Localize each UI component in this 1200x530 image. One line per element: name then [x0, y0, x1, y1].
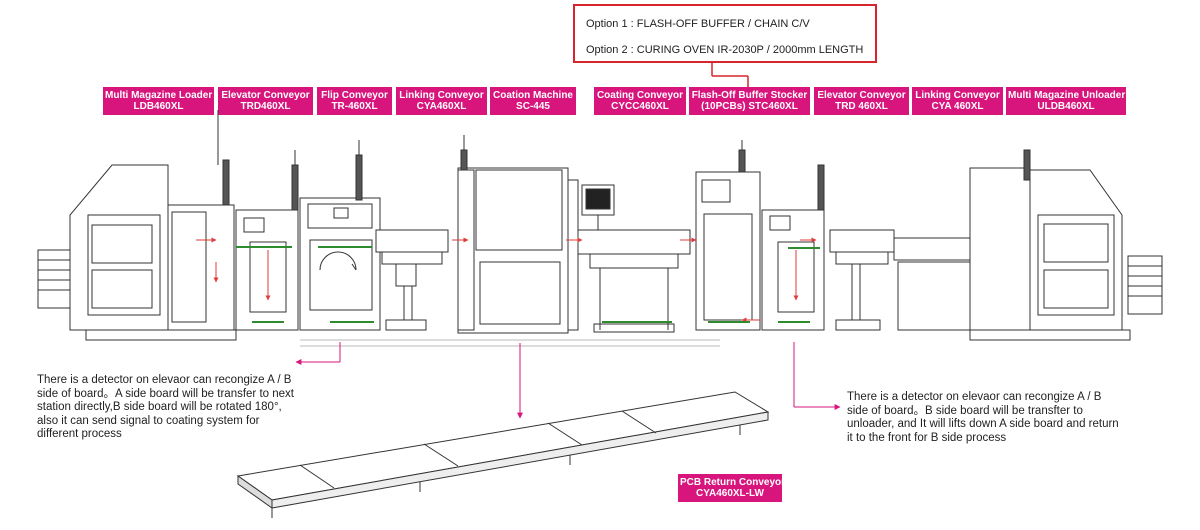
label-model: ULDB460XL — [1037, 101, 1095, 112]
loader-machine — [37, 110, 237, 341]
label-flash-off-buffer-stocker: Flash-Off Buffer Stocker(10PCBs) STC460X… — [689, 87, 810, 115]
note-right-line: side of board。B side board will be trans… — [847, 404, 1083, 417]
label-model: CYA460XL — [416, 101, 467, 112]
note-right: There is a detector on elevaor can recon… — [847, 391, 1187, 445]
label-model: (10PCBs) STC460XL — [701, 101, 798, 112]
label-name: Flip Conveyor — [321, 90, 388, 101]
label-model: TRD 460XL — [835, 101, 888, 112]
label-model: LDB460XL — [133, 101, 184, 112]
options-box: Option 1 : FLASH-OFF BUFFER / CHAIN C/V … — [573, 4, 877, 63]
linking-conveyor-2-machine — [829, 229, 895, 331]
label-model: SC-445 — [516, 101, 550, 112]
note-left-line: different process — [37, 428, 122, 440]
elevator-conveyor-machine — [235, 150, 299, 331]
note-right-line: There is a detector on elevaor can recon… — [847, 391, 1102, 403]
note-left: There is a detector on elevaor can recon… — [37, 374, 337, 442]
coating-conveyor-machine — [577, 184, 691, 333]
label-model: TRD460XL — [240, 101, 291, 112]
note-left-line: also it can send signal to coating syste… — [37, 414, 260, 427]
pcb-return-conveyor — [236, 391, 770, 518]
option-2-text: Option 2 : CURING OVEN IR-2030P / 2000mm… — [586, 44, 864, 56]
label-name: Multi Magazine Unloader — [1008, 90, 1126, 101]
label-model: CYA 460XL — [931, 101, 984, 112]
note-right-line: unloader, and It will lifts down A side … — [847, 418, 1119, 430]
flip-conveyor-machine — [299, 140, 381, 331]
note-left-line: side of board。A side board will be trans… — [37, 387, 294, 400]
note-left-line: There is a detector on elevaor can recon… — [37, 374, 292, 386]
label-model: CYCC460XL — [611, 101, 669, 112]
note-right-line: it to the front for B side process — [847, 431, 1007, 444]
flash-off-buffer-machine — [695, 140, 761, 331]
label-name: Flash-Off Buffer Stocker — [691, 90, 808, 101]
label-name: Linking Conveyor — [399, 90, 484, 101]
option-1-text: Option 1 : FLASH-OFF BUFFER / CHAIN C/V — [586, 18, 810, 30]
label-name: Elevator Conveyor — [817, 90, 906, 101]
coation-machine — [457, 135, 579, 334]
label-name: Elevator Conveyor — [221, 90, 310, 101]
label-name: Coation Machine — [492, 90, 573, 101]
linking-conveyor-machine — [375, 229, 449, 331]
label-name: Coating Conveyor — [596, 90, 684, 101]
label-name: Linking Conveyor — [915, 90, 1000, 101]
label-name: Multi Magazine Loader — [105, 90, 213, 101]
elevator-conveyor-2-machine — [761, 164, 825, 331]
note-left-line: station directly,B side board will be ro… — [37, 401, 282, 413]
unloader-machine — [893, 149, 1163, 341]
label-model: TR-460XL — [331, 101, 378, 112]
label-name: PCB Return Conveyor — [680, 477, 786, 488]
label-model: CYA460XL-LW — [696, 488, 764, 499]
